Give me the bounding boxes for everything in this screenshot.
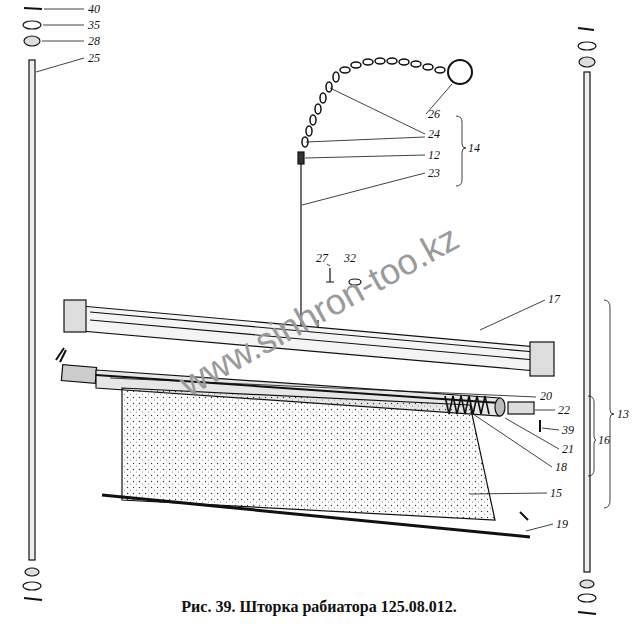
caption: Рис. 39. Шторка рабиатора 125.08.012. — [0, 598, 638, 616]
callout-number: 19 — [556, 518, 568, 531]
callout-number: 32 — [344, 252, 356, 265]
callout-number: 18 — [555, 461, 567, 474]
callout-number: 14 — [468, 142, 480, 155]
callout-number: 20 — [540, 390, 552, 403]
callout-number: 35 — [88, 19, 100, 32]
callout-number: 15 — [550, 487, 562, 500]
callout-number: 12 — [428, 149, 440, 162]
callout-number: 27 — [316, 252, 328, 265]
callout-number: 25 — [88, 52, 100, 65]
callout-number: 13 — [617, 408, 629, 421]
callout-number: 26 — [428, 108, 440, 121]
callout-number: 40 — [88, 3, 100, 16]
callout-number: 24 — [428, 128, 440, 141]
callout-number: 21 — [562, 443, 574, 456]
callout-number: 39 — [562, 424, 574, 437]
callout-number: 23 — [428, 167, 440, 180]
callout-number: 28 — [88, 35, 100, 48]
callout-number: 17 — [548, 293, 560, 306]
callout-number: 22 — [558, 404, 570, 417]
watermark: www.sinhron-too.kz — [172, 217, 465, 405]
callout-number: 16 — [598, 434, 610, 447]
